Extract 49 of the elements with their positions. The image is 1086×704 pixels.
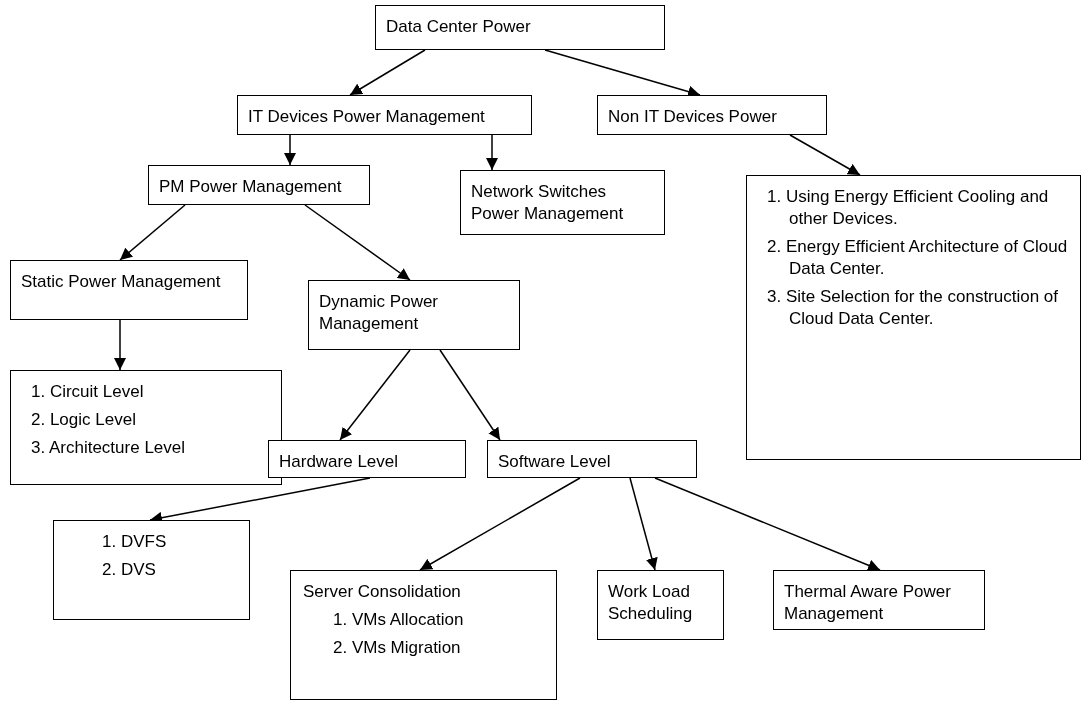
list-item: 2. Logic Level — [30, 409, 137, 432]
list-item: 1. Circuit Level — [30, 381, 145, 403]
process-box — [308, 280, 520, 350]
list-item: 2. Energy Efficient Architecture of Cloud Data Center. — [766, 236, 1069, 281]
node-label: Non IT Devices Power — [608, 106, 778, 128]
node-label: Dynamic Power Management — [319, 291, 440, 336]
process-box — [237, 95, 532, 135]
list-item: 1. VMs Allocation — [332, 609, 465, 632]
node-label: Hardware Level — [279, 451, 400, 473]
list-item: 3. Architecture Level — [30, 437, 187, 460]
process-box — [597, 570, 724, 640]
node-label: PM Power Management — [159, 176, 343, 198]
arrow — [119, 204, 186, 261]
node-label: Thermal Aware Power Management — [784, 581, 952, 626]
list-item: 1. Using Energy Efficient Cooling and other Devices. — [766, 186, 1050, 231]
arrow — [439, 349, 501, 441]
node-label: Server Consolidation — [303, 581, 462, 603]
list-box — [746, 175, 1081, 460]
list-box — [10, 370, 282, 485]
arrow — [114, 319, 126, 371]
list-item: 2. DVS — [101, 559, 157, 582]
arrow — [304, 204, 411, 281]
process-box — [10, 260, 248, 320]
node-label: Software Level — [498, 451, 612, 473]
node-label: IT Devices Power Management — [248, 106, 486, 128]
arrow — [339, 349, 411, 441]
process-box — [597, 95, 827, 135]
arrow — [349, 49, 426, 96]
node-label: Work Load Scheduling — [608, 581, 694, 626]
arrow — [629, 477, 658, 571]
process-box — [148, 165, 370, 205]
process-box — [773, 570, 985, 630]
node-label: Network Switches Power Management — [471, 181, 625, 226]
arrow — [486, 134, 498, 171]
list-item: 3. Site Selection for the construction of Cloud Data Center. — [766, 286, 1060, 331]
list-box — [53, 520, 250, 620]
process-box — [268, 440, 466, 478]
arrow — [419, 477, 581, 571]
arrow — [654, 477, 881, 571]
node-label: Data Center Power — [386, 16, 532, 38]
list-item: 1. DVFS — [101, 531, 168, 553]
list-item: 2. VMs Migration — [332, 637, 462, 660]
process-box — [460, 170, 665, 235]
arrow — [789, 134, 861, 176]
node-label: Static Power Management — [21, 271, 222, 293]
list-box — [290, 570, 557, 700]
process-box — [487, 440, 697, 478]
process-box — [375, 5, 665, 50]
arrow — [284, 134, 296, 166]
